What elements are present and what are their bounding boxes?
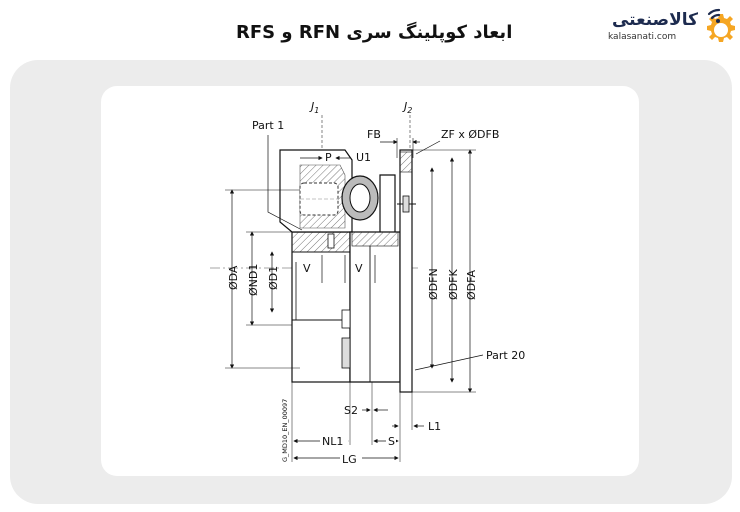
gear-wifi-icon xyxy=(707,8,735,42)
dfa-label: ØDFA xyxy=(465,270,478,300)
hub-j1-hatch xyxy=(291,231,351,253)
nl1-label: NL1 xyxy=(322,435,343,448)
part20-label: Part 20 xyxy=(486,349,525,362)
j1-label: J1 xyxy=(309,100,319,115)
l1-label: L1 xyxy=(428,420,441,433)
v-left-label: V xyxy=(303,262,311,275)
part1-leader xyxy=(267,135,303,231)
logo-name: کالاصنعتی xyxy=(611,10,698,30)
dfk-label: ØDFK xyxy=(447,269,460,300)
d1-label: ØD1 xyxy=(267,266,280,290)
brand-logo[interactable]: کالاصنعتی kalasanati.com xyxy=(606,8,736,48)
fb-label: FB xyxy=(367,128,381,141)
j2-label: J2 xyxy=(402,100,412,115)
lg-label: LG xyxy=(342,453,357,466)
drawing-id: G_MD10_EN_00097 xyxy=(281,399,289,462)
flange-plate xyxy=(399,149,413,393)
part1-label: Part 1 xyxy=(252,119,284,132)
logo-url: kalasanati.com xyxy=(608,32,677,42)
nd1-label: ØND1 xyxy=(247,264,260,296)
v-right-label: V xyxy=(355,262,363,275)
u1-label: U1 xyxy=(356,151,371,164)
dfn-label: ØDFN xyxy=(427,268,440,300)
part20-leader xyxy=(414,354,484,371)
page-title: ابعاد کوپلینگ سری RFN و RFS xyxy=(236,22,513,43)
s-label: S xyxy=(388,435,395,448)
s2-label: S2 xyxy=(344,404,358,417)
da-label: ØDA xyxy=(227,265,240,290)
zf-label: ZF x ØDFB xyxy=(441,128,499,141)
p-label: P xyxy=(325,151,332,164)
hub-j1 xyxy=(291,231,351,383)
